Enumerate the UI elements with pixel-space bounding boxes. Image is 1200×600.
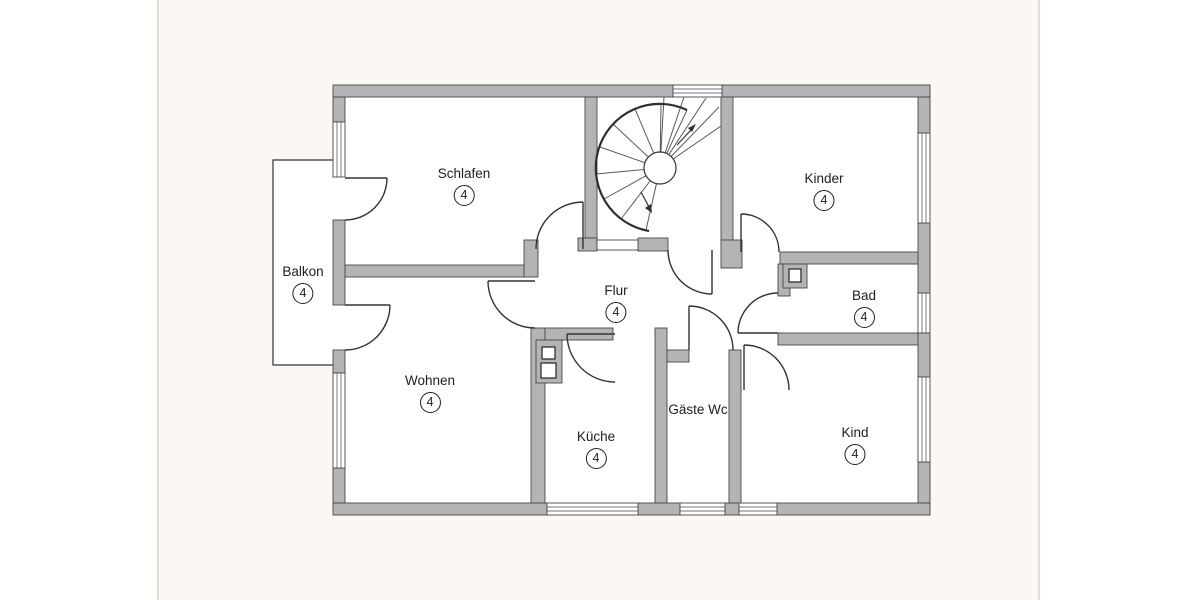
room-name: Küche — [576, 429, 616, 444]
room-name: Bad — [851, 288, 877, 303]
spiral-staircase-icon — [594, 96, 722, 233]
room-label-gaeste-wc: Gäste Wc — [668, 401, 727, 419]
room-label-kind: Kind 4 — [841, 424, 869, 465]
room-area-badge: 4 — [453, 185, 475, 206]
room-name: Kinder — [804, 171, 844, 186]
room-label-wohnen: Wohnen 4 — [405, 372, 455, 413]
room-name: Kind — [841, 425, 869, 440]
room-label-kinder: Kinder 4 — [804, 170, 844, 211]
room-area-badge: 4 — [585, 448, 607, 469]
room-name: Flur — [604, 283, 628, 298]
stair-direction-arrow-up — [688, 124, 696, 132]
exterior-walls — [332, 84, 931, 516]
doors — [344, 177, 790, 391]
room-label-schlafen: Schlafen 4 — [437, 165, 491, 206]
stair-direction-arrow-down — [645, 204, 652, 213]
shaft-fixture-kueche — [535, 339, 563, 384]
room-area-badge: 4 — [419, 392, 441, 413]
room-name: Wohnen — [404, 373, 456, 388]
room-label-bad: Bad 4 — [852, 287, 876, 328]
room-area-badge: 4 — [844, 444, 866, 465]
floor-plan-drawing — [272, 84, 931, 516]
room-area-badge: 4 — [853, 307, 875, 328]
room-label-kueche: Küche 4 — [577, 428, 615, 469]
room-area-badge: 4 — [813, 190, 835, 211]
room-name: Balkon — [282, 264, 324, 279]
windows — [332, 84, 931, 516]
room-name: Schlafen — [437, 166, 491, 181]
room-label-balkon: Balkon 4 — [282, 263, 324, 304]
room-name: Gäste Wc — [668, 402, 728, 417]
balcony-outline — [272, 159, 333, 366]
shaft-fixture-bad — [782, 263, 808, 289]
room-label-flur: Flur 4 — [604, 282, 628, 323]
floor-plan-canvas: Schlafen 4 Kinder 4 Balkon 4 Flur 4 Bad … — [260, 70, 960, 530]
room-area-badge: 4 — [292, 283, 314, 304]
building-floor — [273, 85, 930, 515]
room-area-badge: 4 — [605, 302, 627, 323]
